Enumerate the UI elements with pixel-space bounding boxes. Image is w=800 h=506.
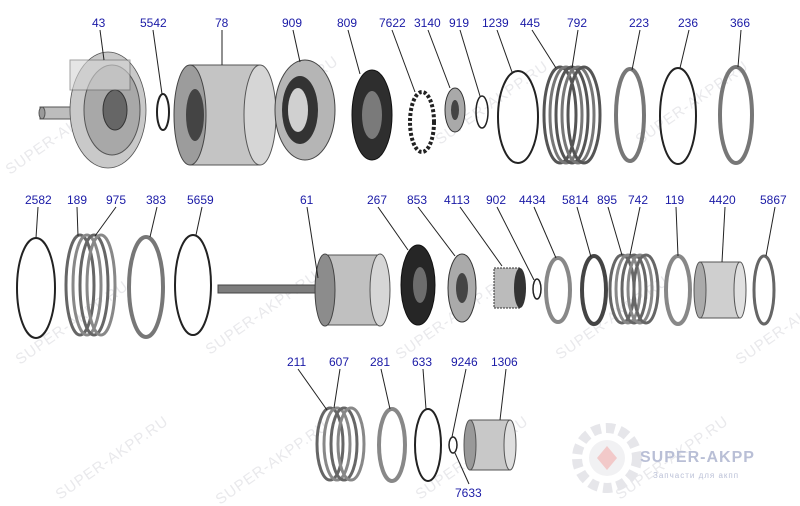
brand-logo: SUPER-AKPP Запчасти для акпп [572, 423, 755, 493]
label-43: 43 [92, 16, 106, 30]
label-809: 809 [337, 16, 357, 30]
label-383: 383 [146, 193, 166, 207]
part-4113-spring-pack [493, 267, 526, 309]
label-1239: 1239 [482, 16, 509, 30]
part-5542-ring [156, 93, 170, 131]
label-189: 189 [67, 193, 87, 207]
part-78-drum [173, 64, 277, 166]
part-236-snap-ring [659, 67, 697, 165]
label-78: 78 [215, 16, 229, 30]
part-1306-hub [463, 419, 517, 471]
label-5542: 5542 [140, 16, 167, 30]
part-5659-snap-ring [174, 234, 212, 336]
part-61-shaft-drum [217, 253, 391, 327]
part-211-607-plate-stack [315, 406, 366, 482]
label-7633: 7633 [455, 486, 482, 500]
part-383-plate [127, 235, 165, 339]
part-223-plate [614, 67, 646, 163]
label-2582: 2582 [25, 193, 52, 207]
label-633: 633 [412, 355, 432, 369]
part-919-snap-ring [475, 95, 489, 129]
label-742: 742 [628, 193, 648, 207]
part-902-snap-ring [532, 278, 542, 300]
label-4420: 4420 [709, 193, 736, 207]
label-211: 211 [287, 355, 306, 369]
gear-icon [572, 423, 642, 493]
label-445: 445 [520, 16, 540, 30]
part-3140-retainer [444, 87, 466, 133]
label-5867: 5867 [760, 193, 787, 207]
label-919: 919 [449, 16, 469, 30]
part-366-plate [718, 65, 754, 165]
label-4434: 4434 [519, 193, 546, 207]
part-853-seal [447, 253, 477, 323]
label-61: 61 [300, 193, 314, 207]
watermark-text: SUPER-AKPP.RU [633, 58, 752, 149]
label-281: 281 [370, 355, 390, 369]
part-281-plate [377, 407, 407, 483]
part-1239-ring [497, 70, 539, 164]
label-366: 366 [730, 16, 750, 30]
logo-tagline: Запчасти для акпп [653, 471, 739, 480]
part-5814-plate [580, 254, 608, 326]
watermark-text: SUPER-AKPP.RU [213, 418, 332, 506]
part-119-plate [664, 254, 692, 326]
label-853: 853 [407, 193, 427, 207]
part-633-snap-ring [414, 408, 442, 482]
label-4113: 4113 [444, 193, 470, 207]
logo-name: SUPER-AKPP [640, 449, 755, 466]
label-975: 975 [106, 193, 126, 207]
label-909: 909 [282, 16, 302, 30]
label-5814: 5814 [562, 193, 589, 207]
label-7622: 7622 [379, 16, 406, 30]
label-607: 607 [329, 355, 349, 369]
watermark-text: SUPER-AKPP.RU [53, 413, 172, 504]
part-445-792-plate-stack [542, 65, 602, 165]
label-3140: 3140 [414, 16, 441, 30]
part-number-labels: 43 5542 78 909 809 7622 3140 919 1239 44… [25, 16, 787, 500]
part-7622-spring-plate [408, 90, 436, 154]
label-9246: 9246 [451, 355, 478, 369]
label-1306: 1306 [491, 355, 518, 369]
label-902: 902 [486, 193, 506, 207]
label-895: 895 [597, 193, 617, 207]
part-4420-hub [693, 261, 747, 319]
label-236: 236 [678, 16, 698, 30]
part-43-pump [38, 51, 147, 169]
part-2582-ring [16, 237, 56, 339]
part-189-975-plate-stack [64, 233, 117, 337]
label-5659: 5659 [187, 193, 214, 207]
label-792: 792 [567, 16, 587, 30]
label-267: 267 [367, 193, 387, 207]
part-4434-plate [544, 256, 572, 324]
part-909-clutch-housing [274, 59, 336, 161]
part-9246-snap-ring [448, 436, 458, 454]
watermark-text: SUPER-AKPP.RU [203, 268, 322, 359]
part-267-piston [400, 244, 436, 326]
label-223: 223 [629, 16, 649, 30]
leader-lines [35, 29, 776, 485]
part-5867-plate [752, 254, 776, 326]
part-809-piston [351, 69, 393, 161]
label-119: 119 [665, 193, 684, 207]
